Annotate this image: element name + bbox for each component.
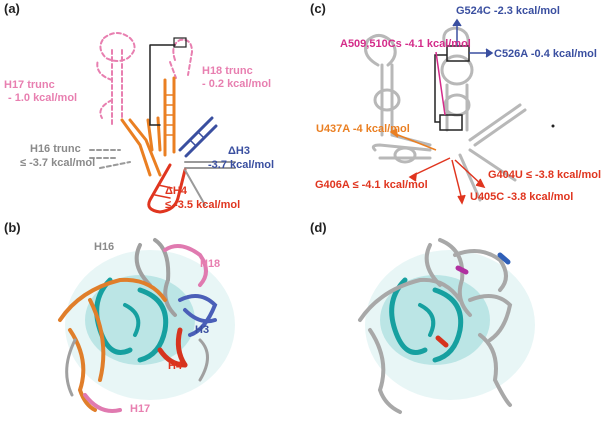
h17-trunc-label: H17 trunc bbox=[4, 79, 55, 91]
u405c-label: U405C -3.8 kcal/mol bbox=[470, 191, 573, 203]
dh4-value: ≤ -3.5 kcal/mol bbox=[165, 199, 240, 211]
b-h3-label: H3 bbox=[195, 324, 209, 336]
panel-a-label: (a) bbox=[4, 1, 20, 16]
a509-label: A509,510Cs -4.1 kcal/mol bbox=[340, 38, 471, 50]
b-h18-label: H18 bbox=[200, 258, 220, 270]
c526a-label: C526A -0.4 kcal/mol bbox=[494, 48, 597, 60]
b-h4-label: H4 bbox=[168, 360, 183, 372]
b-h17-label: H17 bbox=[130, 403, 150, 415]
dh3-value: -3.7 kcal/mol bbox=[208, 159, 274, 171]
panel-c-label: (c) bbox=[310, 1, 326, 16]
g524c-label: G524C -2.3 kcal/mol bbox=[456, 5, 560, 17]
panel-a-structure bbox=[89, 32, 236, 214]
c-dot bbox=[551, 124, 555, 128]
dh3-label: ΔH3 bbox=[228, 145, 250, 157]
g406a-label: G406A ≤ -4.1 kcal/mol bbox=[315, 179, 428, 191]
panel-d-label: (d) bbox=[310, 220, 327, 235]
c-bracket bbox=[434, 54, 447, 123]
h18-trunc-label: H18 trunc bbox=[202, 65, 253, 77]
h16-trunc-value: ≤ -3.7 kcal/mol bbox=[20, 157, 95, 169]
h18-trunc-value: - 0.2 kcal/mol bbox=[202, 78, 271, 90]
dh4-label: ΔH4 bbox=[165, 185, 188, 197]
panel-c-arrows bbox=[389, 18, 494, 205]
b-h16-label: H16 bbox=[94, 241, 114, 253]
panel-d-structure bbox=[358, 238, 535, 414]
u437a-label: U437A -4 kcal/mol bbox=[316, 123, 410, 135]
panel-c-structure bbox=[364, 26, 527, 202]
panel-b-label: (b) bbox=[4, 220, 21, 235]
g404u-label: G404U ≤ -3.8 kcal/mol bbox=[488, 169, 601, 181]
panel-b-structure bbox=[58, 238, 235, 413]
h16-trunc-label: H16 trunc bbox=[30, 143, 81, 155]
c-bottom-box bbox=[439, 114, 463, 131]
h17-trunc-value: - 1.0 kcal/mol bbox=[8, 92, 77, 104]
